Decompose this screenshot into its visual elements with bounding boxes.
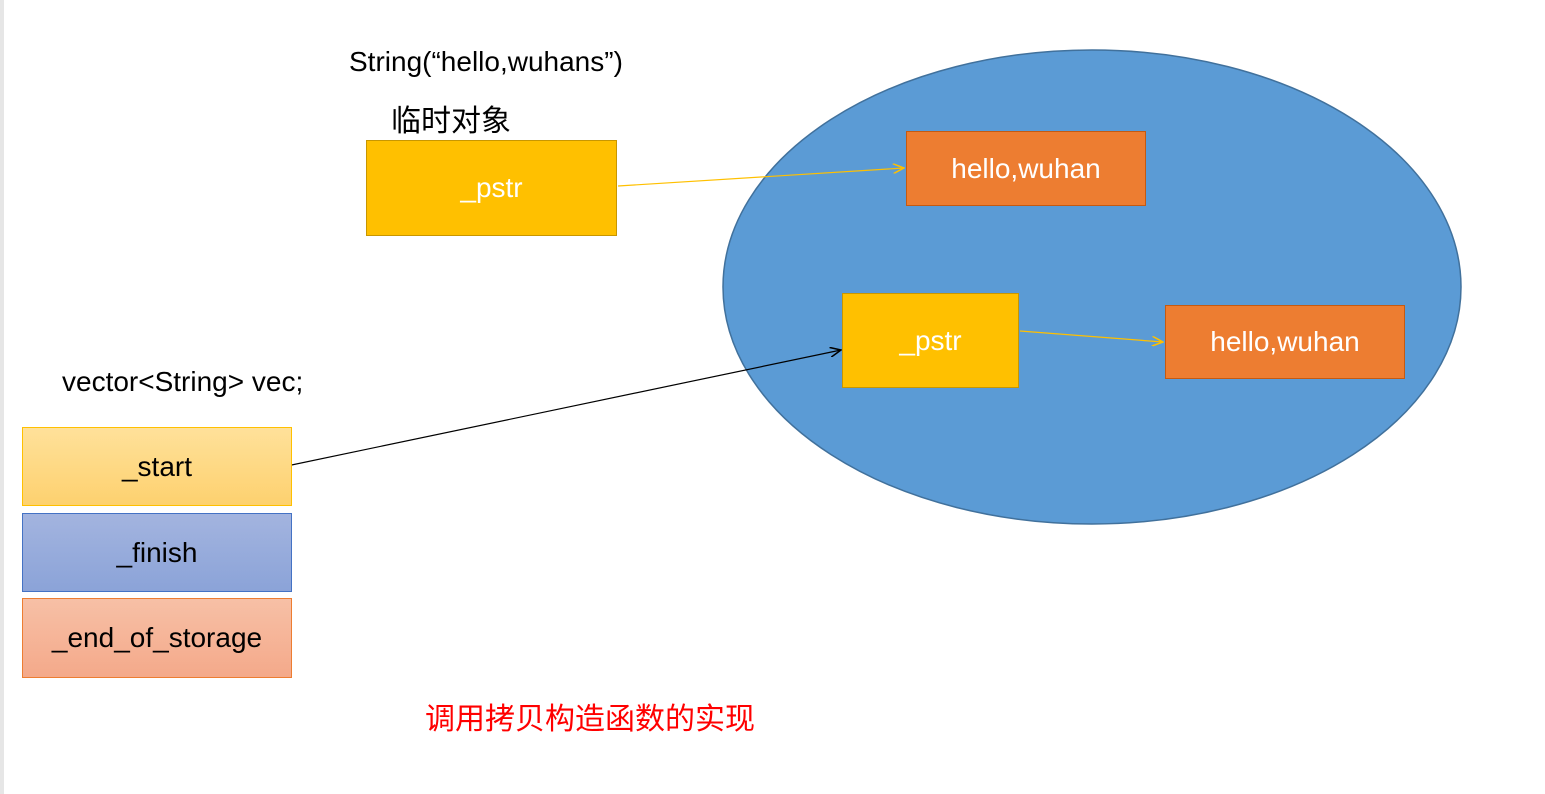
temp-object-label: 临时对象	[391, 105, 511, 138]
copy-pstr-arrow	[1019, 330, 1163, 342]
heap-ellipse	[722, 49, 1462, 525]
diagram-caption: 调用拷贝构造函数的实现	[425, 703, 755, 736]
copied-pstr-text: _pstr	[899, 324, 962, 356]
temp-string-text: hello,wuhan	[951, 152, 1101, 184]
left-margin-bar	[0, 0, 4, 794]
vector-end-of-storage-field: _end_of_storage	[22, 598, 292, 678]
vector-finish-field: _finish	[22, 513, 292, 592]
vector-start-text: _start	[121, 450, 193, 482]
vector-declaration-label: vector<String> vec;	[62, 366, 304, 397]
copied-pstr-box: _pstr	[842, 293, 1019, 388]
temp-pstr-box: _pstr	[366, 140, 617, 236]
copied-string-text: hello,wuhan	[1210, 326, 1360, 357]
temp-string-box: hello,wuhan	[906, 131, 1146, 206]
copied-string-box: hello,wuhan	[1165, 305, 1405, 379]
vector-finish-text: _finish	[116, 536, 198, 568]
start-pointer-arrow	[281, 350, 841, 468]
temp-pstr-text: _pstr	[460, 172, 523, 203]
temp-pstr-arrow	[617, 168, 904, 187]
vector-end-of-storage-text: _end_of_storage	[51, 622, 263, 653]
vector-start-field: _start	[22, 427, 292, 506]
constructor-call-label: String(“hello,wuhans”)	[349, 46, 623, 77]
